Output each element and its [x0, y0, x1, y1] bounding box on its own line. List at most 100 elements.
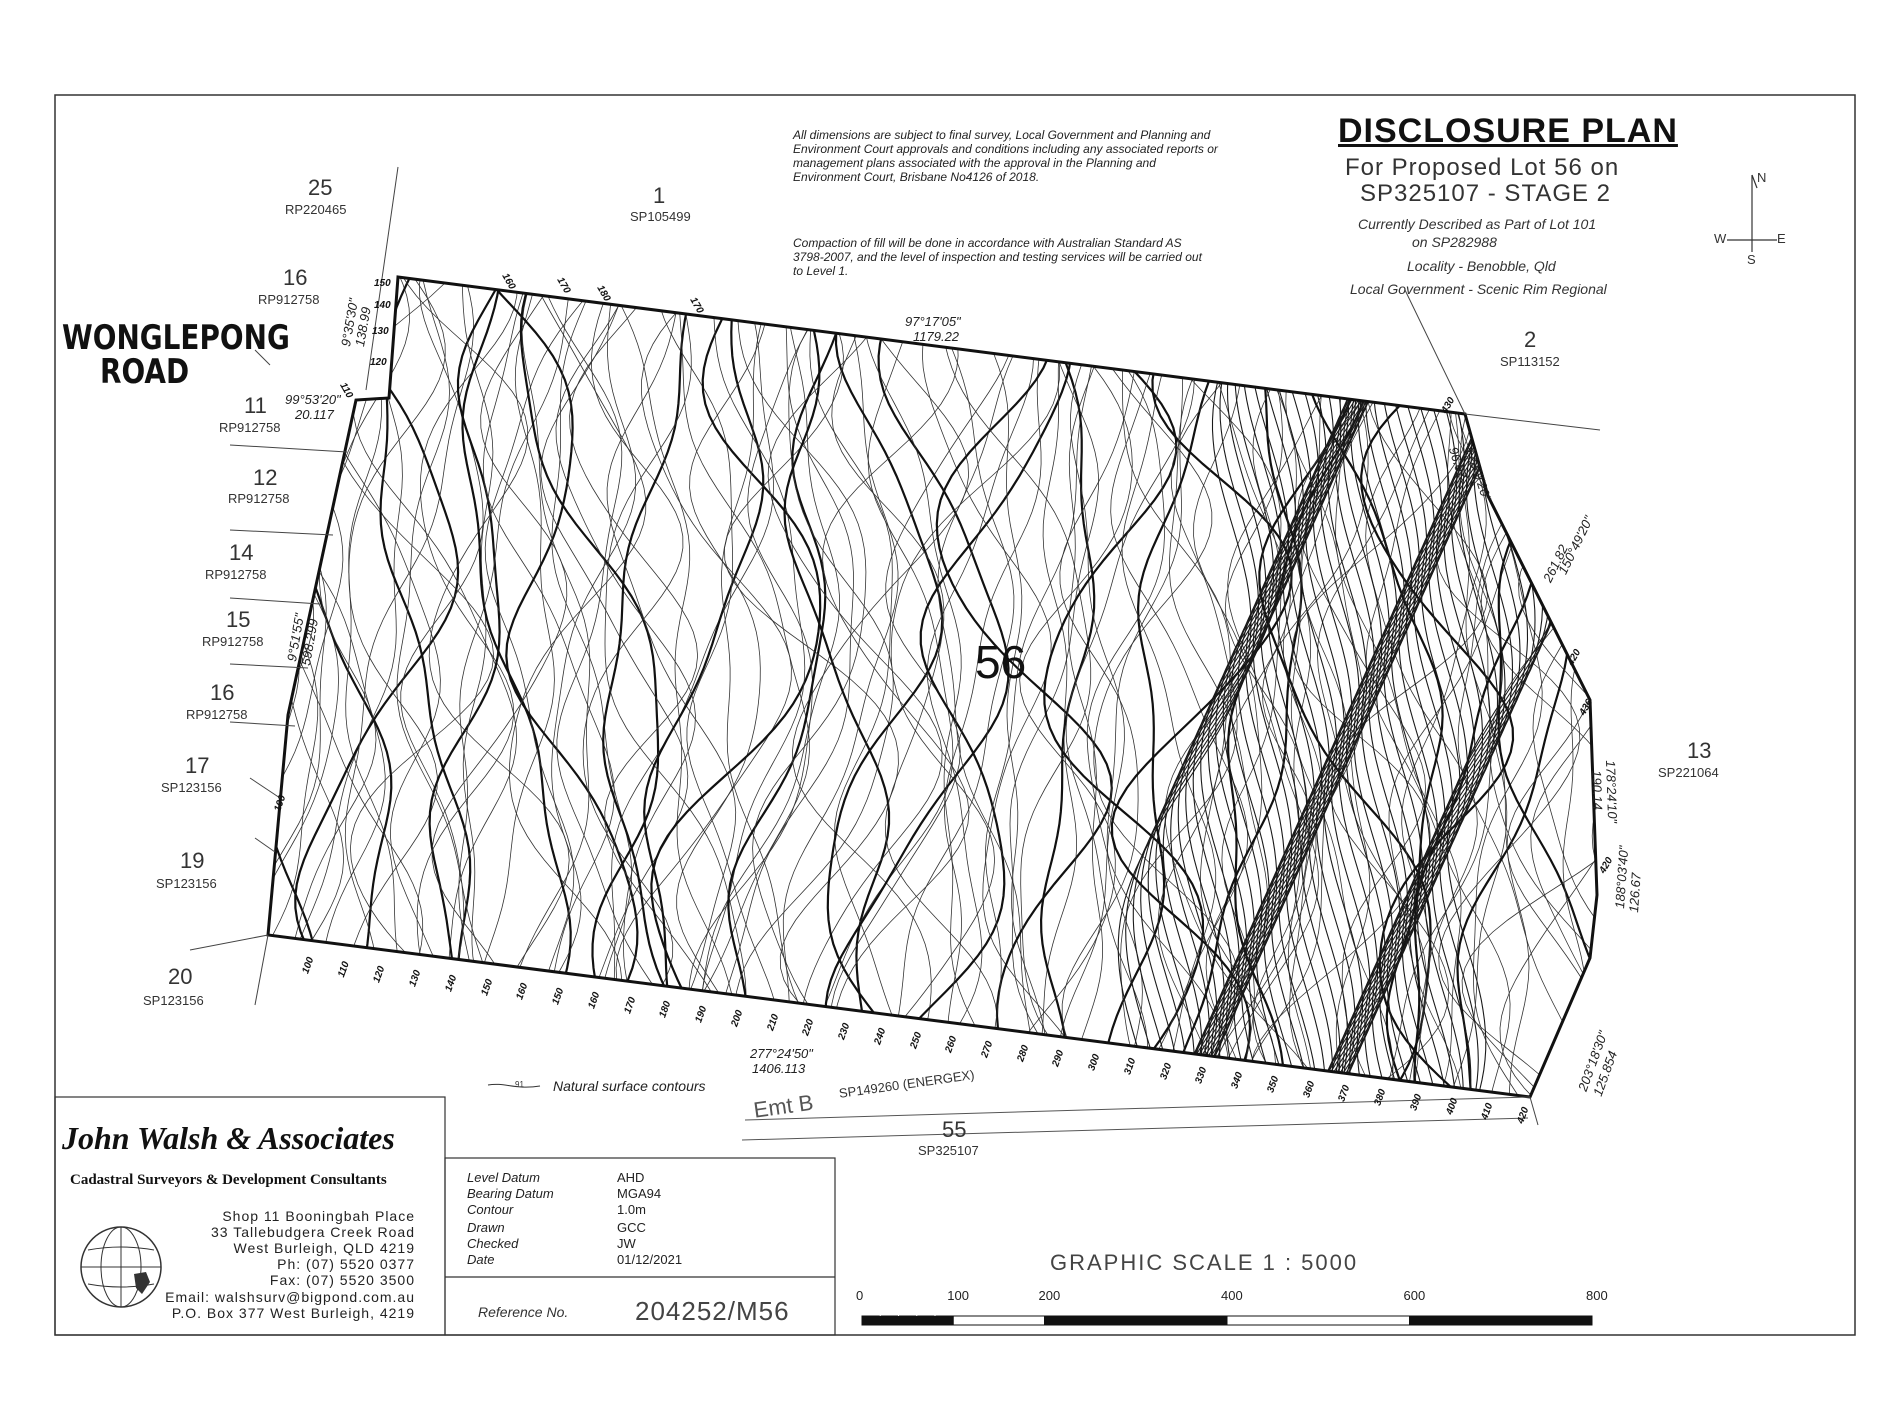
lot-56-boundary [266, 275, 1599, 1099]
firm-address-line: Shop 11 Booningbah Place [222, 1208, 415, 1224]
index-contour-line [1169, 277, 1303, 1097]
contour-line [1106, 277, 1184, 1097]
scale-segment [1226, 1315, 1410, 1326]
steep-contour-line [1175, 379, 1379, 1097]
contour-line [1068, 277, 1112, 1097]
info-value: AHD [617, 1170, 645, 1185]
index-contour-line [1258, 277, 1432, 1097]
scale-tick-label: 600 [1403, 1288, 1426, 1303]
neighbour-lot-number: 19 [180, 848, 205, 873]
index-contour-line [428, 277, 512, 1097]
scale-tick-label: 800 [1586, 1288, 1608, 1303]
bearing: 277°24'50" [750, 1046, 813, 1061]
contour-line [344, 277, 474, 1097]
contour-line [724, 277, 923, 1097]
info-label: Checked [467, 1236, 519, 1251]
neighbour-lot-plan: SP325107 [918, 1143, 979, 1158]
scale-tick-label: 0 [856, 1288, 864, 1303]
steep-contour-line [1356, 379, 1505, 1097]
contour-line [931, 277, 1101, 1097]
contour-line [1335, 277, 1462, 1097]
contour-line [700, 277, 806, 1097]
index-contour-line [461, 277, 572, 1097]
plan-subtitle-2: SP325107 - STAGE 2 [1360, 180, 1612, 207]
firm-address-line: Ph: (07) 5520 0377 [277, 1256, 415, 1272]
road-name-line1: WONGLEPONG [62, 318, 290, 358]
contour-line [1301, 277, 1371, 1097]
index-contour-line [379, 277, 472, 1097]
contour-line [985, 277, 1096, 1097]
scale-segment [952, 1315, 1045, 1326]
contour-line [962, 277, 1054, 1097]
steep-contour-line [1168, 379, 1370, 1097]
distance: 1406.113 [752, 1061, 806, 1076]
contour-line [1200, 277, 1291, 1097]
neighbour-lot-number: 15 [226, 607, 251, 632]
contour-line [1446, 277, 1543, 1097]
contour-line [508, 277, 636, 1097]
bearing: 97°17'05" [905, 314, 961, 329]
contour-line [1245, 277, 1314, 1097]
neighbour-lot-number: 16 [283, 265, 308, 290]
contour-line [1120, 277, 1287, 1097]
sheet-border [54, 94, 1856, 1336]
steep-contour-line [1315, 379, 1450, 1097]
neighbour-lot-plan: SP105499 [630, 209, 691, 224]
index-contour-line [602, 277, 704, 1097]
compass-icon [1727, 174, 1777, 252]
neighbour-lot-number: 1 [653, 183, 666, 208]
contour-line [716, 277, 854, 1097]
index-contour-line [268, 277, 294, 1097]
contour-line [1121, 277, 1217, 1097]
contour-line [1388, 277, 1525, 1097]
contour-line [551, 277, 633, 1097]
contour-line [268, 277, 327, 1097]
neighbour-lot-plan: RP220465 [285, 202, 347, 217]
neighbour-lot-number: 25 [308, 175, 333, 200]
info-value: GCC [617, 1220, 646, 1235]
index-contour-line [824, 277, 1010, 1097]
info-value: MGA94 [617, 1186, 662, 1201]
compass-s: S [1747, 252, 1756, 267]
contour-line [268, 277, 386, 1097]
steep-contour-line [1349, 379, 1508, 1097]
contour-line [578, 277, 684, 1097]
neighbour-lot-number: 14 [229, 540, 254, 565]
scale-segment [1044, 1315, 1228, 1326]
contour-line [782, 277, 899, 1097]
contour-line [458, 277, 578, 1097]
contour-line [604, 277, 747, 1097]
contour-line [1553, 277, 1597, 1097]
described-line-2: on SP282988 [1412, 234, 1497, 250]
contour-line [484, 277, 616, 1097]
described-line: Currently Described as Part of Lot 101 [1358, 216, 1597, 232]
neighbour-lot-number: 11 [244, 393, 267, 418]
graphic-scale-bar [861, 1311, 1593, 1326]
legend-contour-sample [487, 1083, 541, 1088]
steep-contour-line [1170, 379, 1364, 1097]
neighbour-lot-plan: RP912758 [186, 707, 248, 722]
contour-label: 120 [370, 357, 387, 368]
contour-line [1122, 277, 1231, 1097]
steep-contour-line [1315, 379, 1495, 1097]
legend-natural-surface: Natural surface contours [553, 1078, 706, 1094]
contour-line [1027, 277, 1089, 1097]
steep-contour-line [1446, 379, 1581, 1097]
contour-line [653, 277, 810, 1097]
plan-subtitle-1: For Proposed Lot 56 on [1345, 154, 1620, 181]
contour-line [482, 277, 615, 1097]
contour-line [1043, 277, 1231, 1097]
contour-line [733, 277, 894, 1097]
contour-line [1001, 277, 1133, 1097]
index-contour-line [650, 277, 822, 1097]
scale-tick-label: 400 [1221, 1288, 1243, 1303]
note-compaction: Compaction of fill will be done in accor… [793, 236, 1202, 278]
index-contour-line [935, 277, 1113, 1097]
contour-line [937, 277, 1065, 1097]
contour-line [830, 277, 1015, 1097]
steep-contour-line [1177, 379, 1312, 1097]
contour-line [338, 277, 446, 1097]
scale-tick-label: 200 [1038, 1288, 1061, 1303]
firm-address-line: P.O. Box 377 West Burleigh, 4219 [171, 1305, 415, 1321]
